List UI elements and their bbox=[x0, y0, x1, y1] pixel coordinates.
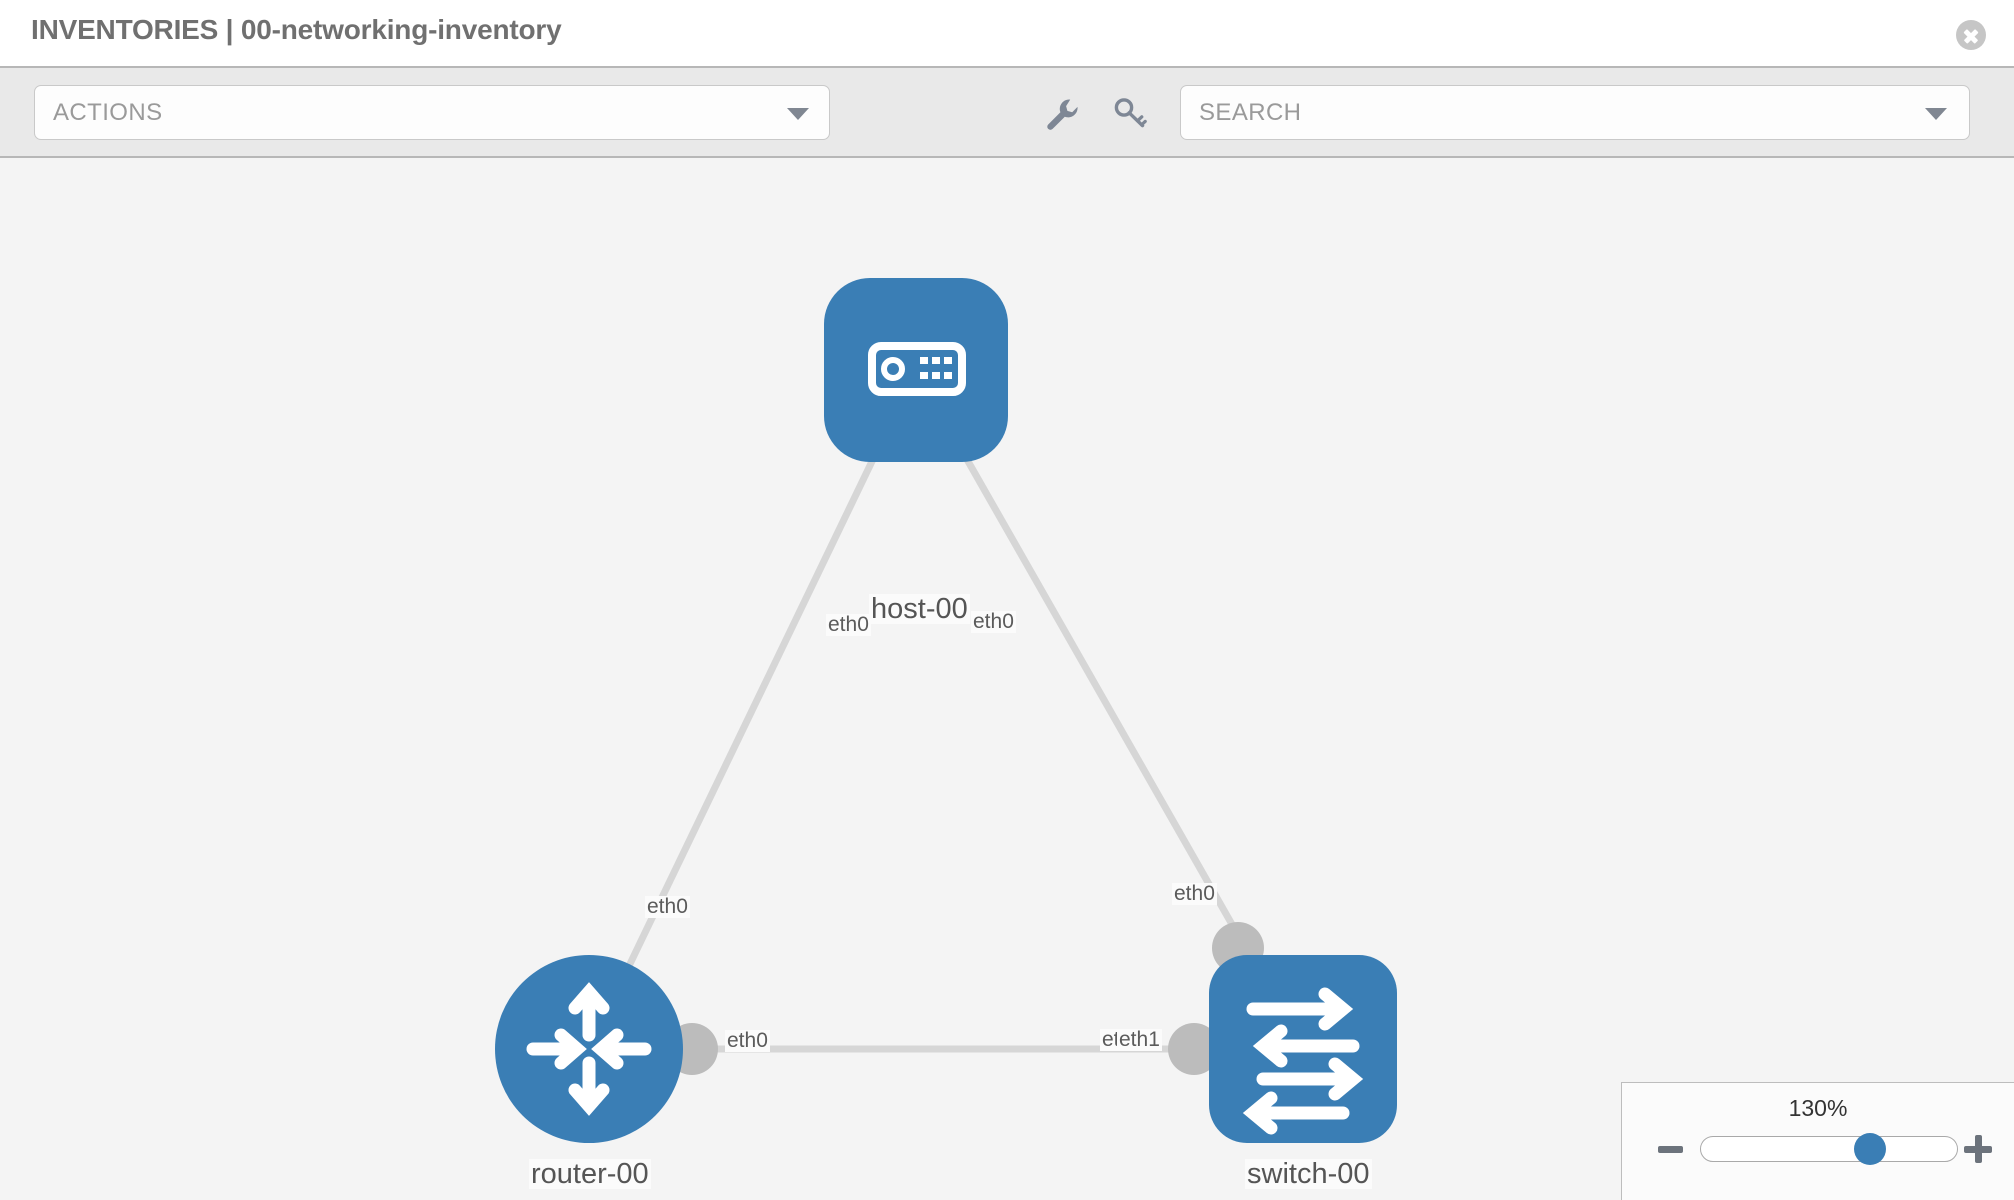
zoom-level-label: 130% bbox=[1788, 1095, 1848, 1121]
interface-label: eth0 bbox=[971, 610, 1016, 634]
search-input[interactable]: SEARCH bbox=[1180, 85, 1970, 140]
interface-label: eth0 bbox=[645, 895, 690, 919]
close-icon[interactable] bbox=[1956, 20, 1986, 50]
topology-links bbox=[585, 368, 1307, 1053]
actions-dropdown-label: ACTIONS bbox=[53, 99, 163, 126]
node-label-host-00: host-00 bbox=[869, 593, 970, 625]
search-placeholder: SEARCH bbox=[1199, 99, 1302, 126]
router-arrows-icon bbox=[526, 982, 652, 1116]
interface-label: eth0 bbox=[725, 1029, 770, 1053]
toolbar: ACTIONS SEARCH bbox=[0, 68, 2014, 158]
node-label-router-00: router-00 bbox=[529, 1158, 651, 1190]
actions-dropdown[interactable]: ACTIONS bbox=[34, 85, 830, 140]
node-router-00[interactable] bbox=[495, 955, 683, 1143]
interface-nub[interactable] bbox=[1168, 1023, 1220, 1075]
node-host-00[interactable] bbox=[824, 278, 1008, 462]
interface-label: eth0 bbox=[826, 613, 871, 637]
node-label-switch-00: switch-00 bbox=[1245, 1158, 1372, 1190]
zoom-out-button[interactable] bbox=[1658, 1146, 1683, 1153]
zoom-slider-thumb[interactable] bbox=[1854, 1133, 1886, 1165]
key-icon[interactable] bbox=[1110, 94, 1148, 132]
wrench-icon[interactable] bbox=[1042, 94, 1080, 132]
topology-canvas[interactable]: host-00 router-00 switch-00 eth0 eth0 et… bbox=[0, 158, 2014, 1200]
interface-label: eth1 bbox=[1117, 1028, 1162, 1052]
topology-graph bbox=[495, 278, 1397, 1143]
zoom-control-panel: 130% bbox=[1621, 1082, 2014, 1200]
zoom-in-button[interactable] bbox=[1964, 1135, 1992, 1163]
interface-nubs bbox=[666, 406, 1264, 1075]
chevron-down-icon bbox=[787, 108, 809, 120]
link-host00-router00[interactable] bbox=[585, 368, 920, 1051]
server-icon bbox=[868, 342, 966, 396]
interface-label: eth0 bbox=[1172, 882, 1217, 906]
page-title: INVENTORIES | 00-networking-inventory bbox=[31, 14, 562, 45]
zoom-slider[interactable] bbox=[1700, 1136, 1958, 1162]
switch-arrows-icon bbox=[1242, 987, 1364, 1135]
chevron-down-icon bbox=[1925, 108, 1947, 120]
page-header: INVENTORIES | 00-networking-inventory bbox=[0, 0, 2014, 68]
node-switch-00[interactable] bbox=[1209, 955, 1397, 1143]
